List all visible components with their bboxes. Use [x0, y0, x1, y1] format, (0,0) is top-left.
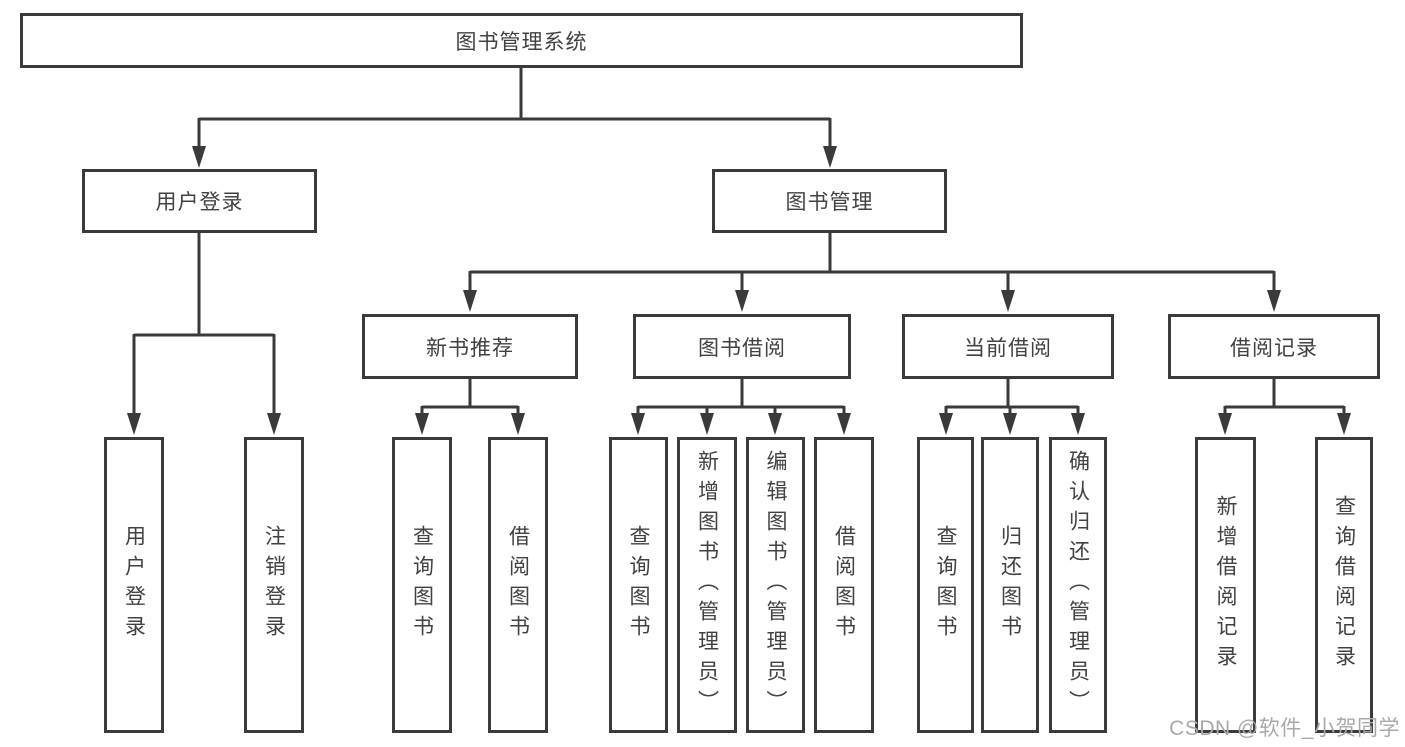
node-root-system: 图书管理系统: [20, 13, 1023, 68]
node-user-login: 用户登录: [82, 169, 317, 233]
leaf-label: 借阅图书: [832, 525, 856, 645]
leaf-user-login: 用户登录: [104, 437, 164, 733]
leaf-label: 归还图书: [998, 525, 1022, 645]
leaf-confirm-return-admin: 确认归还（管理员）: [1049, 437, 1107, 733]
node-book-management: 图书管理: [712, 169, 947, 233]
leaf-label: 用户登录: [122, 525, 146, 645]
leaf-return-book: 归还图书: [981, 437, 1039, 733]
csdn-watermark: CSDN @软件_小贺同学: [1169, 717, 1400, 740]
leaf-label: 注销登录: [262, 525, 286, 645]
leaf-label: 新增借阅记录: [1214, 495, 1238, 675]
node-book-borrowing: 图书借阅: [633, 314, 851, 379]
leaf-label: 新增图书（管理员）: [695, 450, 719, 720]
leaf-label: 确认归还（管理员）: [1066, 450, 1090, 720]
leaf-query-books: 查询图书: [392, 437, 452, 733]
leaf-label: 借阅图书: [506, 525, 530, 645]
leaf-label: 查询借阅记录: [1332, 495, 1356, 675]
node-current-borrowing: 当前借阅: [902, 314, 1114, 379]
leaf-label: 查询图书: [410, 525, 434, 645]
node-borrowing-records: 借阅记录: [1168, 314, 1380, 379]
leaf-label: 查询图书: [934, 525, 958, 645]
leaf-add-book-admin: 新增图书（管理员）: [677, 437, 737, 733]
leaf-borrow-books: 借阅图书: [488, 437, 548, 733]
leaf-add-borrow-record: 新增借阅记录: [1195, 437, 1256, 733]
leaf-edit-book-admin: 编辑图书（管理员）: [746, 437, 805, 733]
node-new-book-recommendation: 新书推荐: [362, 314, 578, 379]
leaf-query-books: 查询图书: [609, 437, 668, 733]
leaf-query-books: 查询图书: [917, 437, 974, 733]
leaf-label: 查询图书: [627, 525, 651, 645]
leaf-query-borrow-record: 查询借阅记录: [1315, 437, 1373, 733]
arrowhead-icons: [127, 146, 1351, 435]
leaf-borrow-books: 借阅图书: [814, 437, 874, 733]
leaf-logout: 注销登录: [244, 437, 304, 733]
leaf-label: 编辑图书（管理员）: [764, 450, 788, 720]
